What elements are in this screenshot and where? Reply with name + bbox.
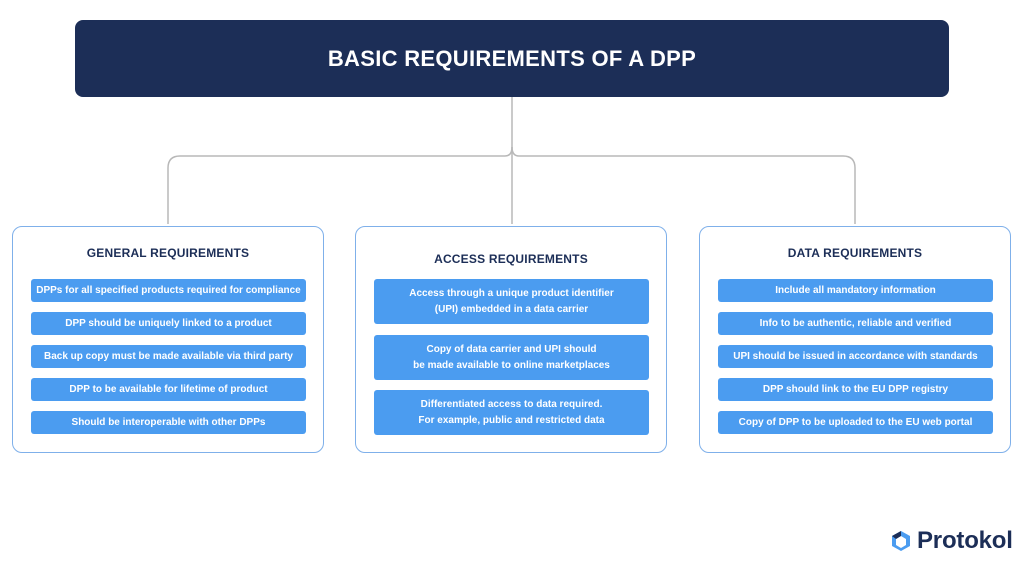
access-item-1-line2: (UPI) embedded in a data carrier bbox=[434, 303, 589, 315]
data-item-4: DPP should link to the EU DPP registry bbox=[718, 378, 993, 401]
panel-title-general: GENERAL REQUIREMENTS bbox=[86, 246, 250, 260]
diagram-title: BASIC REQUIREMENTS OF A DPP bbox=[327, 45, 697, 71]
general-item-1: DPPs for all specified products required… bbox=[31, 279, 306, 302]
data-item-2: Info to be authentic, reliable and verif… bbox=[718, 312, 993, 335]
protokol-logo-icon bbox=[892, 531, 910, 551]
access-item-3: Differentiated access to data required. … bbox=[374, 390, 649, 435]
access-item-2-line2: be made available to online marketplaces bbox=[413, 359, 610, 371]
data-item-3: UPI should be issued in accordance with … bbox=[718, 345, 993, 368]
connector-trunk bbox=[167, 97, 513, 224]
panel-general-requirements: GENERAL REQUIREMENTS DPPs for all specif… bbox=[12, 226, 324, 453]
general-item-3: Back up copy must be made available via … bbox=[31, 345, 306, 368]
protokol-logo: Protokol bbox=[890, 527, 1013, 555]
data-item-1: Include all mandatory information bbox=[718, 279, 993, 302]
general-item-2: DPP should be uniquely linked to a produ… bbox=[31, 312, 306, 335]
general-item-4: DPP to be available for lifetime of prod… bbox=[31, 378, 306, 401]
panel-access-requirements: ACCESS REQUIREMENTS Access through a uni… bbox=[355, 226, 667, 453]
general-item-5: Should be interoperable with other DPPs bbox=[31, 411, 306, 434]
logo-text: Protokol bbox=[917, 527, 1013, 554]
access-item-3-line2: For example, public and restricted data bbox=[418, 414, 605, 426]
panel-data-requirements: DATA REQUIREMENTS Include all mandatory … bbox=[699, 226, 1011, 453]
connector-right bbox=[511, 146, 856, 224]
data-item-5: Copy of DPP to be uploaded to the EU web… bbox=[718, 411, 993, 434]
access-item-3-line1: Differentiated access to data required. bbox=[420, 398, 603, 410]
panel-title-access: ACCESS REQUIREMENTS bbox=[434, 252, 588, 266]
panel-title-data: DATA REQUIREMENTS bbox=[787, 246, 923, 260]
access-item-1-line1: Access through a unique product identifi… bbox=[409, 287, 614, 299]
access-item-2: Copy of data carrier and UPI should be m… bbox=[374, 335, 649, 380]
access-item-1: Access through a unique product identifi… bbox=[374, 279, 649, 324]
diagram-title-bar: BASIC REQUIREMENTS OF A DPP bbox=[75, 20, 949, 97]
access-item-2-line1: Copy of data carrier and UPI should bbox=[426, 343, 597, 355]
